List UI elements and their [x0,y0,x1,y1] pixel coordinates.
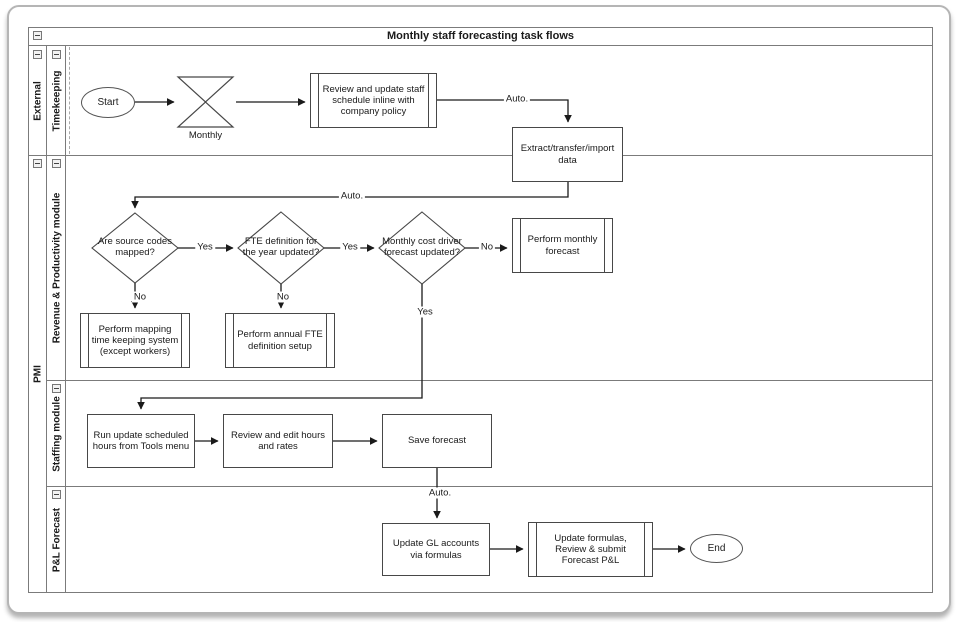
lane-label-pl-forecast: P&L Forecast [51,507,63,573]
edge-label-auto-save-gl: Auto. [426,487,454,499]
edge-label-no-fte: No [274,291,292,303]
process-perform-mapping[interactable]: Perform mapping time keeping system (exc… [80,313,190,368]
lane-pl-forecast[interactable] [47,486,66,593]
pool-border [28,27,933,593]
lane-divider-staffing-pl [47,486,933,487]
process-perform-annual-fte-label: Perform annual FTE definition setup [237,329,323,352]
lane-external[interactable] [28,46,47,155]
collapse-icon-pool[interactable] [33,31,42,40]
process-save-forecast[interactable]: Save forecast [382,414,492,468]
timekeeping-dashed-divider [69,47,70,154]
process-update-formulas[interactable]: Update formulas, Review & submit Forecas… [528,522,653,577]
lane-staffing-module[interactable] [47,380,66,486]
lane-label-external: External [32,81,44,121]
edge-review-to-extract [437,99,572,123]
lane-label-staffing: Staffing module [51,396,63,472]
process-run-update-hours-label: Run update scheduled hours from Tools me… [92,429,190,452]
edge-label-no-mapped: No [131,291,149,303]
process-update-gl[interactable]: Update GL accounts via formulas [382,523,490,576]
end-node[interactable]: End [690,534,743,563]
edge-label-auto-extract-mapped: Auto. [338,190,366,202]
edge-label-yes-mapped: Yes [195,241,215,253]
process-save-forecast-label: Save forecast [407,435,467,447]
edge-cost-driver-yes [137,284,423,410]
process-update-formulas-label: Update formulas, Review & submit Forecas… [554,532,627,567]
end-label: End [707,543,726,554]
process-perform-mapping-label: Perform mapping time keeping system (exc… [91,323,179,358]
lane-pmi[interactable] [28,155,47,593]
edge-label-yes-fte: Yes [340,241,360,253]
timer-icon-bottom[interactable] [176,101,235,128]
lane-divider-revenue-staffing [47,380,933,381]
edge-label-auto-review-extract: Auto. [503,93,531,105]
process-extract-data[interactable]: Extract/transfer/import data [512,127,623,182]
process-review-edit-hours[interactable]: Review and edit hours and rates [223,414,333,468]
process-update-gl-label: Update GL accounts via formulas [392,538,480,561]
pool-title: Monthly staff forecasting task flows [386,30,575,42]
lane-label-pmi: PMI [32,365,44,383]
process-perform-monthly-forecast-label: Perform monthly forecast [527,234,598,257]
collapse-icon-pl-forecast[interactable] [52,490,61,499]
start-label: Start [97,97,119,108]
decision-fte-definition-label: FTE definition for the year updated? [242,236,320,258]
lane-revenue-module[interactable] [47,155,66,380]
pool-titlebar[interactable]: Monthly staff forecasting task flows [28,27,933,46]
edge-label-yes-cost-driver: Yes [415,306,435,318]
timer-icon-top[interactable] [176,76,235,103]
decision-source-codes[interactable]: Are source codes mapped? [94,215,176,281]
process-review-edit-hours-label: Review and edit hours and rates [231,429,325,452]
start-node[interactable]: Start [81,87,135,118]
process-review-schedule[interactable]: Review and update staff schedule inline … [310,73,437,128]
collapse-icon-revenue[interactable] [52,159,61,168]
lane-label-revenue: Revenue & Productivity module [51,192,63,344]
collapse-icon-staffing[interactable] [52,384,61,393]
edge-label-no-cost-driver: No [478,241,496,253]
process-perform-monthly-forecast[interactable]: Perform monthly forecast [512,218,613,273]
process-review-schedule-label: Review and update staff schedule inline … [322,83,425,118]
lane-divider-external-pmi [28,155,933,156]
process-perform-annual-fte[interactable]: Perform annual FTE definition setup [225,313,335,368]
decision-fte-definition[interactable]: FTE definition for the year updated? [240,214,322,282]
process-extract-data-label: Extract/transfer/import data [520,143,615,166]
collapse-icon-external[interactable] [33,50,42,59]
process-run-update-hours[interactable]: Run update scheduled hours from Tools me… [87,414,195,468]
timer-caption: Monthly [188,130,223,141]
lane-label-timekeeping: Timekeeping [51,70,63,132]
decision-source-codes-label: Are source codes mapped? [98,236,172,258]
lane-timekeeping[interactable] [47,46,66,155]
decision-cost-driver-label: Monthly cost driver forecast updated? [382,236,462,258]
collapse-icon-pmi[interactable] [33,159,42,168]
decision-cost-driver[interactable]: Monthly cost driver forecast updated? [381,214,463,282]
collapse-icon-timekeeping[interactable] [52,50,61,59]
